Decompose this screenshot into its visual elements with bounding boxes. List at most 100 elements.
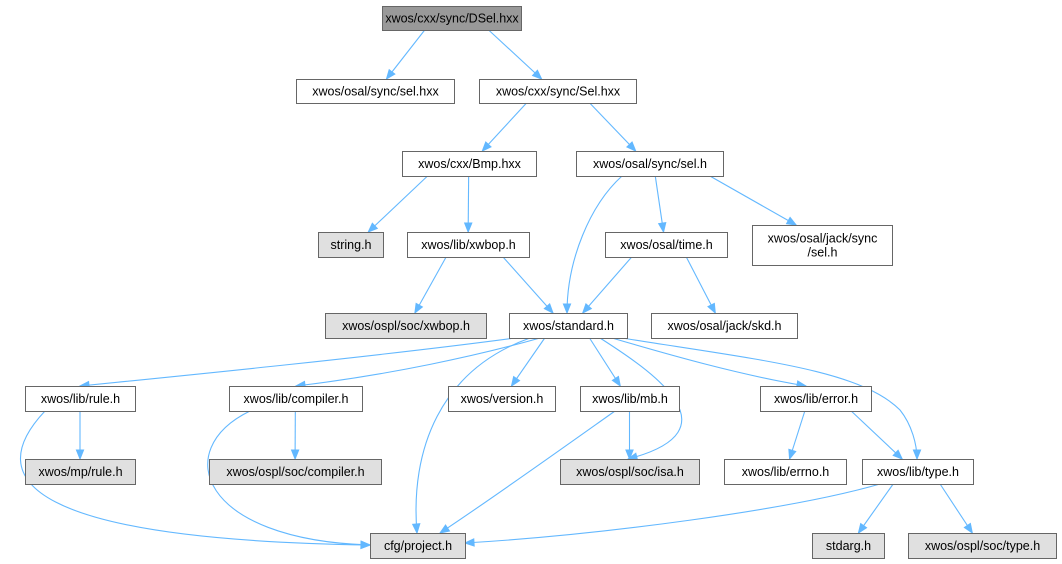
node-label: xwos/lib/errno.h xyxy=(742,465,830,479)
edge-line xyxy=(939,483,973,534)
node-box xyxy=(724,459,847,485)
node-xwos-standard-h[interactable]: xwos/standard.h xyxy=(509,313,628,339)
edge-arrowhead xyxy=(625,449,634,461)
node-xwos-lib-type-h[interactable]: xwos/lib/type.h xyxy=(862,459,974,485)
edge-n16-n20 xyxy=(788,410,806,461)
node-box xyxy=(479,79,637,104)
node-xwos-cxx-bmp-hxx[interactable]: xwos/cxx/Bmp.hxx xyxy=(402,151,537,177)
node-label: xwos/lib/type.h xyxy=(877,465,959,479)
edge-arrowhead xyxy=(785,216,798,226)
node-label: xwos/lib/mb.h xyxy=(592,392,668,406)
node-box xyxy=(760,386,872,412)
edge-line xyxy=(582,256,633,314)
edge-n7-n11 xyxy=(685,256,716,315)
edge-arrowhead xyxy=(707,302,716,315)
edge-arrowhead xyxy=(510,375,521,388)
edge-n0-n2 xyxy=(488,29,543,80)
edge-line xyxy=(850,410,903,460)
edge-n15-n19 xyxy=(625,411,634,461)
edge-arrowhead xyxy=(581,302,593,315)
node-box xyxy=(651,313,798,339)
node-box xyxy=(382,6,522,31)
edge-n21-n23 xyxy=(857,483,894,535)
node-xwos-lib-rule-h[interactable]: xwos/lib/rule.h xyxy=(25,386,136,412)
edge-arrowhead xyxy=(385,68,396,81)
edge-arrowhead xyxy=(438,524,451,534)
edge-n16-n21 xyxy=(850,410,904,460)
node-box xyxy=(25,386,136,412)
edge-n15-n22 xyxy=(438,410,616,534)
edge-n4-n10 xyxy=(562,175,623,315)
node-box xyxy=(209,459,382,485)
edge-arrowhead xyxy=(463,222,473,234)
node-box xyxy=(402,151,537,177)
node-box xyxy=(580,386,680,412)
edge-line xyxy=(295,337,541,387)
edge-arrowhead xyxy=(360,540,372,550)
edge-arrowhead xyxy=(481,141,492,152)
node-xwos-osal-jack-sync-sel-h[interactable]: xwos/osal/jack/sync/sel.h xyxy=(752,225,893,266)
edge-arrowhead xyxy=(788,448,797,461)
edge-n0-n1 xyxy=(385,29,426,81)
edge-arrowhead xyxy=(625,141,637,152)
node-box xyxy=(752,225,893,266)
edge-line xyxy=(566,175,623,314)
edge-n10-n12 xyxy=(78,337,516,390)
node-xwos-lib-mb-h[interactable]: xwos/lib/mb.h xyxy=(580,386,680,412)
edge-n13-n18 xyxy=(290,410,300,461)
node-xwos-osal-time-h[interactable]: xwos/osal/time.h xyxy=(605,232,728,258)
edge-line xyxy=(611,337,807,387)
edge-n4-n7 xyxy=(654,175,667,234)
node-label: xwos/osal/time.h xyxy=(620,238,712,252)
edge-arrowhead xyxy=(414,302,424,315)
edge-n12-n17 xyxy=(75,411,85,461)
node-xwos-cxx-sync-sel-hxx[interactable]: xwos/cxx/sync/Sel.hxx xyxy=(479,79,637,104)
node-xwos-cxx-sync-dsel-hxx[interactable]: xwos/cxx/sync/DSel.hxx xyxy=(382,6,522,31)
edge-n4-n8 xyxy=(709,175,798,226)
edge-n3-n6 xyxy=(463,175,473,234)
node-label: xwos/osal/jack/sync xyxy=(768,232,878,246)
edge-line xyxy=(685,256,716,314)
edge-line xyxy=(502,256,554,314)
edge-arrowhead xyxy=(290,449,300,461)
edge-line xyxy=(511,337,546,387)
edge-n7-n10 xyxy=(581,256,633,315)
node-xwos-version-h[interactable]: xwos/version.h xyxy=(448,386,556,412)
edge-arrowhead xyxy=(562,303,572,315)
node-xwos-osal-sync-sel-h[interactable]: xwos/osal/sync/sel.h xyxy=(576,151,724,177)
node-xwos-ospl-soc-compiler-h: xwos/ospl/soc/compiler.h xyxy=(209,459,382,485)
edge-n6-n9 xyxy=(414,256,447,315)
edge-n10-n22 xyxy=(411,337,531,535)
edge-line xyxy=(367,175,428,233)
node-label: xwos/cxx/sync/DSel.hxx xyxy=(385,12,519,26)
node-label: string.h xyxy=(331,238,372,252)
node-xwos-osal-sync-sel-hxx[interactable]: xwos/osal/sync/sel.hxx xyxy=(296,79,455,104)
edge-arrowhead xyxy=(531,69,543,80)
edge-line xyxy=(386,29,426,80)
node-label: /sel.h xyxy=(808,246,838,260)
edge-n6-n10 xyxy=(502,256,554,315)
edge-arrowhead xyxy=(963,522,974,535)
node-xwos-lib-compiler-h[interactable]: xwos/lib/compiler.h xyxy=(229,386,363,412)
node-label: xwos/lib/xwbop.h xyxy=(421,238,516,252)
edge-line xyxy=(464,483,881,544)
node-label: xwos/ospl/soc/type.h xyxy=(925,539,1040,553)
node-string-h: string.h xyxy=(318,232,384,258)
node-label: xwos/cxx/Bmp.hxx xyxy=(418,157,522,171)
node-xwos-lib-error-h[interactable]: xwos/lib/error.h xyxy=(760,386,872,412)
node-xwos-osal-jack-skd-h[interactable]: xwos/osal/jack/skd.h xyxy=(651,313,798,339)
edge-n10-n13 xyxy=(294,337,541,390)
node-xwos-lib-xwbop-h[interactable]: xwos/lib/xwbop.h xyxy=(407,232,530,258)
edge-line xyxy=(589,102,637,152)
node-xwos-lib-errno-h[interactable]: xwos/lib/errno.h xyxy=(724,459,847,485)
edge-arrowhead xyxy=(367,222,379,233)
edge-line xyxy=(415,337,531,534)
edge-line xyxy=(589,337,621,387)
edge-line xyxy=(488,29,542,80)
edge-arrowhead xyxy=(912,449,922,461)
node-label: xwos/osal/jack/skd.h xyxy=(668,319,782,333)
edge-arrowhead xyxy=(657,221,667,234)
node-box xyxy=(296,79,455,104)
node-label: xwos/lib/error.h xyxy=(774,392,858,406)
